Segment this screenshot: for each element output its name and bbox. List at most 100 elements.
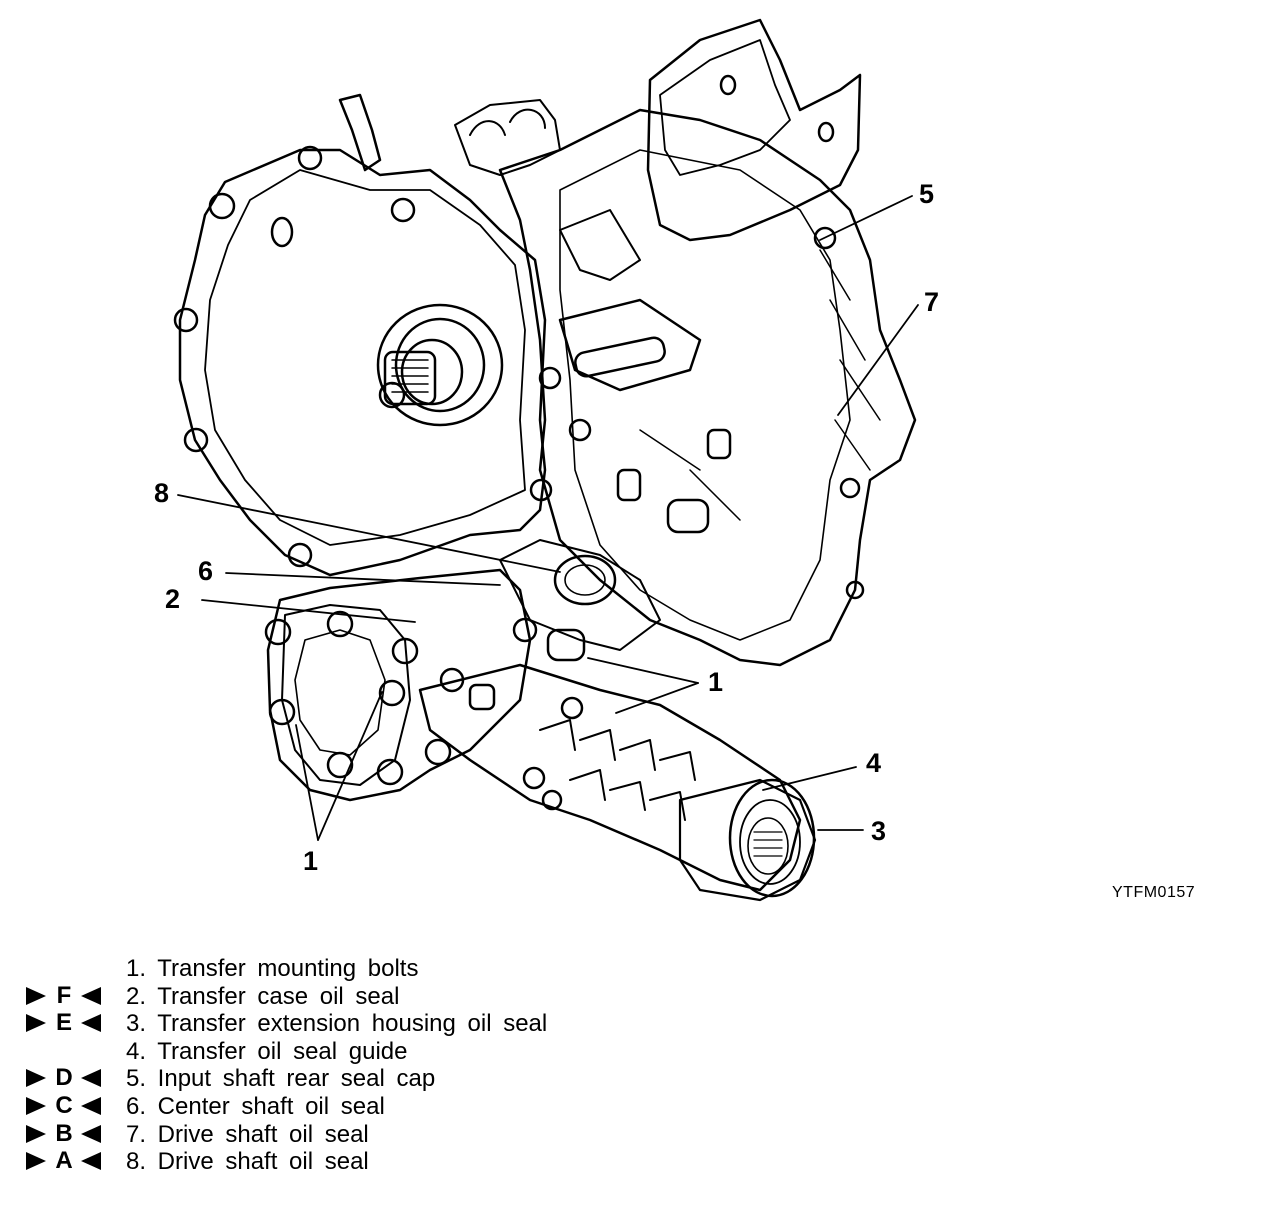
leader-line-1b (615, 682, 699, 714)
procedure-code-badge: E (26, 1009, 102, 1037)
gear-case-ribs (639, 249, 881, 521)
transfer-cover-seal (294, 629, 386, 756)
leader-line-1d (317, 691, 383, 841)
triangle-left-icon (81, 1096, 101, 1115)
case-bolt (813, 226, 837, 250)
gear-case (498, 108, 917, 667)
legend-text: 2. Transfer case oil seal (126, 982, 400, 1010)
triangle-right-icon (26, 1152, 46, 1171)
callout-6: 6 (198, 556, 214, 586)
legend-item: E 3. Transfer extension housing oil seal (26, 1009, 726, 1038)
legend-item: C 6. Center shaft oil seal (26, 1091, 726, 1121)
legend-text: 5. Input shaft rear seal cap (126, 1065, 436, 1093)
callout-3: 3 (871, 816, 887, 846)
transfer-bolt (424, 738, 452, 766)
callout-7: 7 (924, 287, 940, 317)
bell-bolt-boss (529, 478, 553, 502)
legend-text: 8. Drive shaft oil seal (126, 1148, 369, 1176)
extension-seal-splines (753, 831, 783, 857)
extension-housing (418, 663, 802, 892)
extension-seal (728, 778, 816, 898)
adapter-housing (499, 539, 661, 651)
transfer-bolt (326, 610, 354, 638)
triangle-right-icon (26, 986, 46, 1005)
leader-line-6 (225, 572, 501, 586)
procedure-code-letter: D (55, 1064, 73, 1092)
transfer-case (266, 568, 532, 802)
legend-item: B 7. Drive shaft oil seal (26, 1119, 726, 1149)
bell-bolt-boss (173, 307, 199, 333)
leader-line-8 (177, 494, 561, 573)
bell-housing (178, 148, 547, 577)
legend-text: 4. Transfer oil seal guide (126, 1037, 408, 1065)
transfer-bolt (512, 617, 538, 643)
legend-item: D 5. Input shaft rear seal cap (26, 1064, 726, 1093)
procedure-code-badge: F (26, 982, 102, 1009)
case-stud (468, 683, 496, 711)
triangle-left-icon (81, 1014, 101, 1033)
bracket-hole (719, 74, 737, 96)
shift-lever (338, 93, 382, 172)
callout-2: 2 (165, 584, 181, 614)
mount-bracket-face (659, 39, 791, 176)
case-bolt (568, 418, 592, 442)
callout-4: 4 (866, 748, 882, 778)
select-lever (559, 209, 641, 281)
legend: 1. Transfer mounting bolts F 2. Transfer… (26, 955, 726, 1176)
leader-line-5 (819, 195, 913, 241)
case-bolt (538, 366, 562, 390)
input-shaft (383, 350, 437, 406)
shift-cable-clip (469, 108, 546, 136)
transfer-bolt (326, 751, 354, 779)
triangle-left-icon (81, 986, 101, 1005)
leader-line-1c (295, 724, 319, 841)
legend-item: 4. Transfer oil seal guide (26, 1038, 726, 1066)
center-shaft-seal (553, 554, 617, 606)
procedure-code-badge: C (26, 1091, 102, 1119)
extension-bolt (541, 789, 563, 811)
legend-text: 6. Center shaft oil seal (126, 1092, 385, 1120)
extension-housing-fins (539, 719, 696, 821)
procedure-code-badge: B (26, 1119, 102, 1147)
case-bolt (845, 580, 865, 600)
extension-seal-bore (747, 817, 789, 875)
leader-line-4 (762, 766, 857, 791)
triangle-right-icon (26, 1124, 46, 1143)
triangle-left-icon (81, 1152, 101, 1171)
shift-bracket (454, 99, 561, 176)
transfer-bolt (268, 698, 296, 726)
figure-code: YTFM0157 (1112, 884, 1196, 901)
procedure-code-letter: C (55, 1091, 73, 1119)
procedure-code-badge: D (26, 1064, 102, 1092)
bell-hole (270, 216, 294, 248)
triangle-right-icon (26, 1069, 46, 1088)
extension-bolt (560, 696, 584, 720)
triangle-left-icon (81, 1124, 101, 1143)
extension-seal-inner (739, 799, 801, 885)
leader-line-7 (837, 304, 919, 416)
bell-housing-rim (204, 169, 526, 546)
transfer-bolt (378, 679, 406, 707)
procedure-code-letter: B (55, 1119, 73, 1147)
triangle-right-icon (26, 1014, 46, 1033)
procedure-code-letter: E (55, 1009, 72, 1037)
input-shaft-seal (376, 303, 504, 427)
legend-item: 1. Transfer mounting bolts (26, 955, 726, 983)
transfer-bolt (376, 758, 404, 786)
procedure-code-badge: A (26, 1147, 102, 1174)
gear-case-inner (559, 149, 851, 641)
bell-bolt-boss (208, 192, 236, 220)
extension-bolt (522, 766, 546, 790)
case-stud (546, 628, 586, 662)
input-shaft-seal-inner (394, 317, 486, 413)
triangle-left-icon (81, 1069, 101, 1088)
triangle-right-icon (26, 1096, 46, 1115)
case-stud (616, 468, 642, 502)
mount-bracket (646, 18, 862, 242)
leader-lines (177, 195, 919, 841)
leader-line-1a (587, 657, 699, 684)
transaxle-diagram (173, 18, 919, 902)
case-stud (706, 428, 732, 460)
leader-line-2 (201, 599, 416, 623)
transfer-bolt (391, 637, 419, 665)
